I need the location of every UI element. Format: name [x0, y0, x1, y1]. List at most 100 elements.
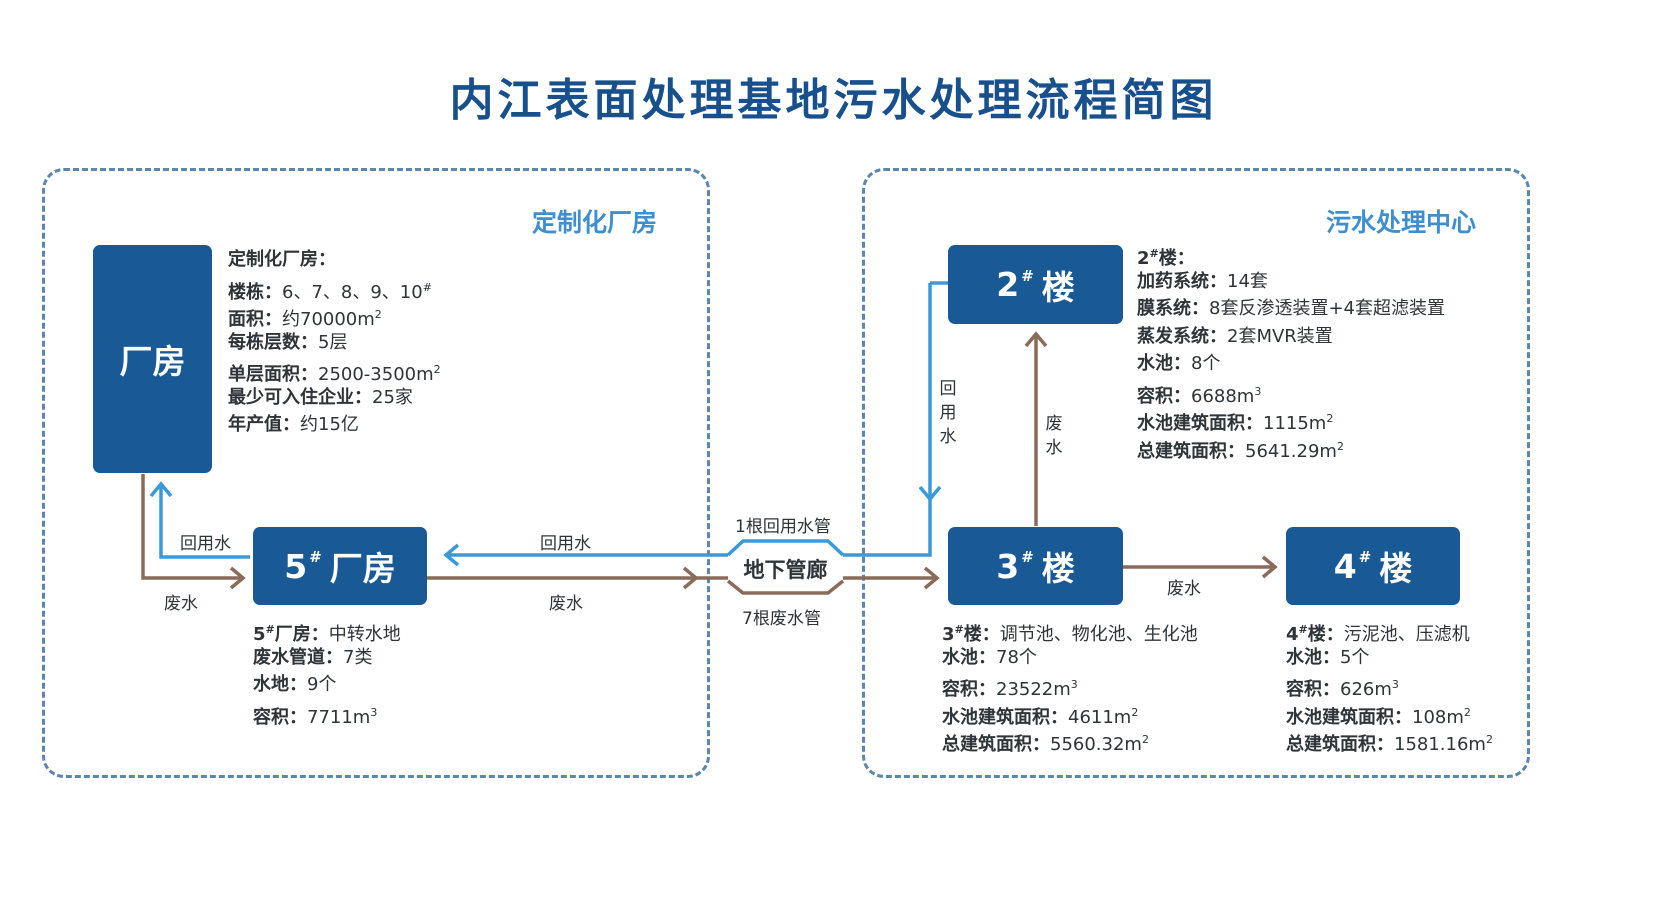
- info-key: 水地：: [253, 674, 307, 695]
- waste-water-lines: [141, 331, 1278, 590]
- building-2-info-row: 水池：8个: [1137, 350, 1445, 378]
- factory-info-row: 年产值：约15亿: [228, 411, 441, 439]
- info-key-suffix: 厂房：: [274, 624, 329, 645]
- building-4-info-row: 水池建筑面积：108m2: [1286, 699, 1493, 728]
- waste-arrow-into-3: [923, 566, 940, 590]
- info-value: 5层: [318, 331, 348, 353]
- info-value-superscript: 3: [1391, 678, 1399, 691]
- factory-info-row: 最少可入住企业：25家: [228, 384, 441, 412]
- building-3-mark: #: [1021, 548, 1034, 567]
- building-2-info-row: 总建筑面积：5641.29m2: [1137, 433, 1445, 462]
- info-value: 4611m: [1068, 706, 1132, 728]
- building-5-name: 厂房: [329, 549, 396, 588]
- info-key: 加药系统：: [1137, 270, 1227, 292]
- building-4-info-row: 水池：5个: [1286, 644, 1493, 672]
- reuse-label-corridor: 回用水: [540, 534, 591, 554]
- info-value: 约70000m: [282, 309, 375, 330]
- info-key-mark: #: [1149, 247, 1159, 260]
- info-value-superscript: 2: [1141, 733, 1149, 746]
- info-value: 6、7、8、9、10: [282, 281, 423, 303]
- building-2-box: 2#楼: [948, 245, 1123, 324]
- info-key: 5: [253, 624, 266, 645]
- info-key: 容积：: [1137, 385, 1191, 407]
- info-key-suffix: 楼：: [963, 624, 1000, 645]
- building-4-number: 4: [1333, 546, 1357, 586]
- info-key: 3: [942, 624, 955, 645]
- info-key: 2: [1137, 248, 1150, 269]
- info-value-superscript: 2: [1131, 705, 1139, 719]
- building-5-info-row: 废水管道：7类: [253, 644, 401, 672]
- sewage-center-region-label: 污水处理中心: [1326, 208, 1477, 237]
- info-key: 面积：: [228, 309, 282, 330]
- info-key: 容积：: [942, 679, 996, 700]
- info-value-superscript: 2: [1336, 439, 1344, 453]
- info-key-mark: #: [954, 623, 964, 636]
- info-value: 2500-3500m: [318, 364, 434, 385]
- building-4-info-row: 总建筑面积：1581.16m2: [1286, 726, 1493, 755]
- waste-line-factory-to-5: [141, 474, 240, 580]
- waste-arrow-into-2: [1024, 331, 1048, 348]
- info-value: 5560.32m: [1050, 734, 1142, 755]
- building-5-number: 5: [284, 546, 308, 586]
- corridor-bottom-edge: [726, 579, 845, 595]
- waste-label-3-to-4: 废水: [1167, 579, 1201, 599]
- info-value: 7711m: [307, 706, 371, 728]
- info-key: 总建筑面积：: [1286, 734, 1394, 755]
- factory-info-row: 单层面积：2500-3500m2: [228, 356, 441, 385]
- building-3-info-row: 容积：23522m3: [942, 671, 1198, 700]
- info-key: 废水管道：: [253, 646, 343, 668]
- info-value: 108m: [1412, 706, 1464, 728]
- info-key-suffix: 楼：: [1158, 248, 1195, 269]
- building-3-info-row: 总建筑面积：5560.32m2: [942, 726, 1198, 755]
- building-5-mark: #: [309, 548, 322, 567]
- reuse-line-main: [448, 283, 932, 557]
- info-value: 1115m: [1263, 413, 1327, 434]
- info-value: 7类: [343, 646, 373, 668]
- info-value-superscript: 2: [1485, 733, 1493, 746]
- info-value: 8个: [1191, 353, 1221, 374]
- building-2-info-list: 2#楼：加药系统：14套膜系统：8套反渗透装置+4套超滤装置蒸发系统：2套MVR…: [1137, 240, 1445, 462]
- waste-label-factory: 废水: [164, 594, 198, 614]
- info-key: 膜系统：: [1137, 298, 1209, 319]
- building-5-info-row: 水地：9个: [253, 671, 401, 699]
- info-key: 总建筑面积：: [1137, 440, 1245, 462]
- reuse-label-factory: 回用水: [180, 534, 231, 554]
- corridor-label: 地下管廊: [743, 558, 828, 582]
- info-value-superscript: 2: [1463, 705, 1471, 719]
- info-value: 8套反渗透装置+4套超滤装置: [1209, 298, 1445, 319]
- pipe-reuse-label: 1根回用水管: [735, 517, 831, 537]
- info-value: 2套MVR装置: [1227, 325, 1333, 347]
- info-key: 总建筑面积：: [942, 734, 1050, 755]
- factory-info-row: 面积：约70000m2: [228, 301, 441, 330]
- info-value: 约15亿: [300, 414, 359, 435]
- building-2-number: 2: [996, 265, 1020, 304]
- info-key: 最少可入住企业：: [228, 386, 372, 408]
- info-value: 中转水地: [328, 624, 401, 645]
- info-value: 5641.29m: [1245, 440, 1337, 462]
- info-key: 水池建筑面积：: [942, 706, 1068, 728]
- waste-arrow-into-5: [229, 566, 246, 590]
- info-key: 蒸发系统：: [1137, 325, 1227, 347]
- waste-arrow-corridor: [682, 566, 699, 590]
- building-2-info-row: 膜系统：8套反渗透装置+4套超滤装置: [1137, 295, 1445, 323]
- info-value: 78个: [996, 646, 1037, 668]
- info-value: 调节池、物化池、生化池: [999, 624, 1198, 645]
- building-2-info-row: 水池建筑面积：1115m2: [1137, 405, 1445, 434]
- building-5-info-row: 5#厂房：中转水地: [253, 616, 401, 645]
- building-3-info-row: 3#楼：调节池、物化池、生化池: [942, 616, 1198, 645]
- corridor-top-edge: [726, 539, 845, 557]
- info-key: 水池建筑面积：: [1286, 706, 1412, 728]
- building-4-box: 4#楼: [1286, 527, 1460, 605]
- reuse-water-lines: [149, 281, 948, 567]
- info-value-superscript: 2: [433, 363, 441, 376]
- reuse-arrow-into-5: [443, 543, 460, 567]
- reuse-line-to-factory: [159, 486, 250, 559]
- info-key: 年产值：: [228, 414, 300, 435]
- info-value: 1581.16m: [1394, 734, 1486, 755]
- info-value-superscript: 3: [1254, 384, 1262, 398]
- building-2-info-row: 蒸发系统：2套MVR装置: [1137, 323, 1445, 351]
- reuse-vertical-label: 回用水: [939, 379, 957, 447]
